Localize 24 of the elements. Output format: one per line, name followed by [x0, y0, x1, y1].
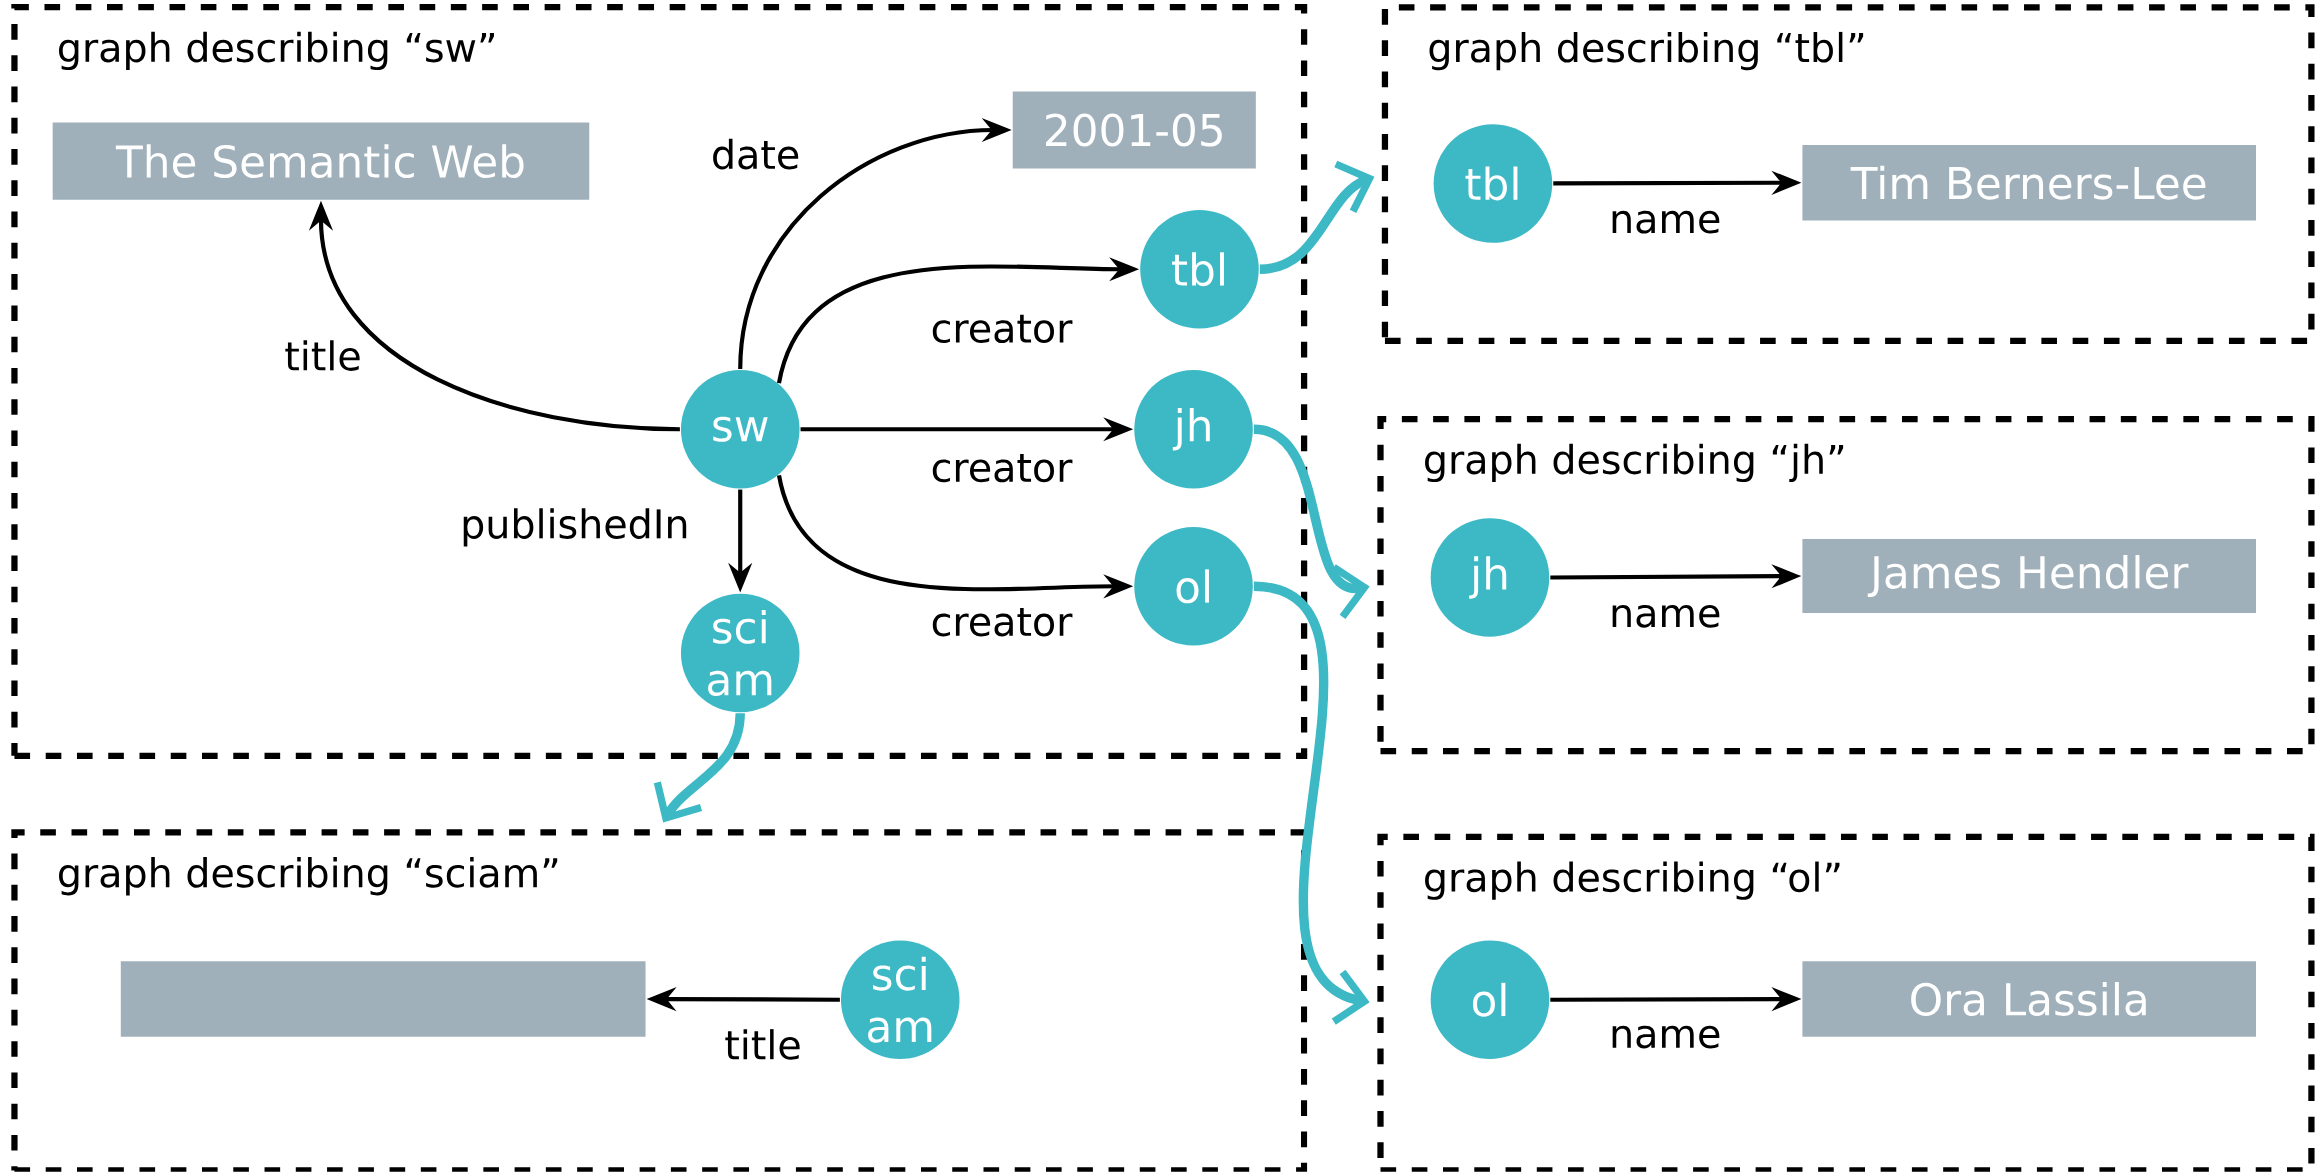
edge-label: title	[279, 335, 367, 377]
frame-heading: graph describing “sw”	[59, 31, 494, 71]
edge-label: creator	[925, 448, 1078, 488]
edge-label: creator	[925, 309, 1078, 349]
value-box: Ora Lassila	[1802, 961, 2256, 1037]
link-arrow	[653, 713, 745, 823]
value-box: James Hendler	[1802, 539, 2256, 614]
value-box: 2001-05	[1012, 91, 1256, 169]
edge-label: creator	[925, 602, 1078, 642]
value-box: Tim Berners-Lee	[1802, 145, 2256, 221]
link-arrow	[1259, 160, 1375, 274]
edge-label: title	[719, 1024, 807, 1066]
edge-label: name	[1603, 205, 1727, 239]
frame-heading: graph describing “sciam”	[59, 857, 558, 896]
frame-heading: graph describing “jh”	[1425, 443, 1844, 483]
edge-label: name	[1603, 599, 1727, 633]
empty-box	[120, 961, 646, 1037]
link-arrow	[1252, 581, 1370, 1025]
edge-label: publishedIn	[454, 503, 695, 552]
value-box: The Semantic Web	[52, 122, 590, 200]
edge-label: name	[1603, 1020, 1727, 1054]
edge-label: date	[705, 133, 806, 175]
frame-heading: graph describing “tbl”	[1429, 32, 1864, 71]
frame-heading: graph describing “ol”	[1425, 861, 1840, 900]
